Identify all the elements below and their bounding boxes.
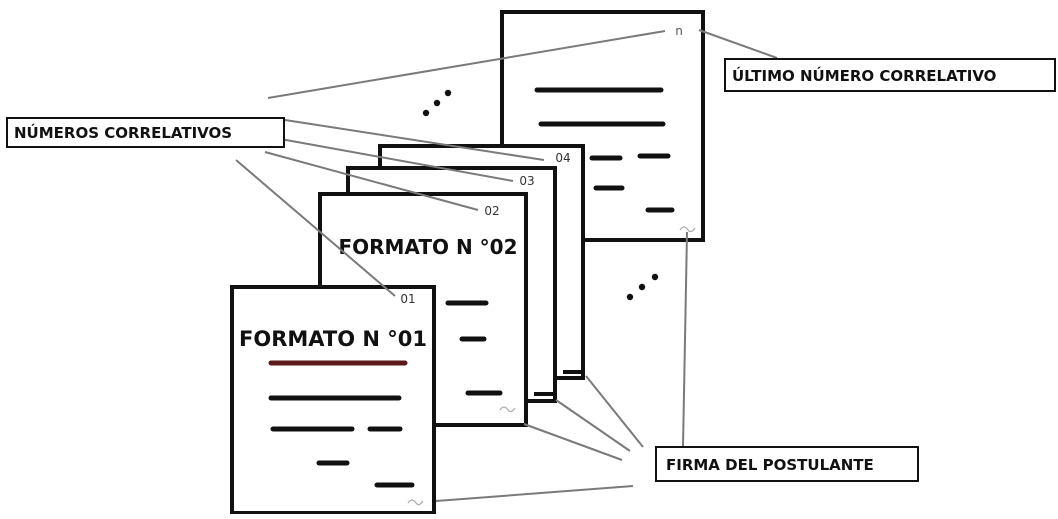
continuation-dots-bottom xyxy=(626,273,659,301)
page-02-number: 02 xyxy=(484,204,499,218)
last-page-number: n xyxy=(675,24,683,38)
page-01-title: FORMATO N °01 xyxy=(239,327,427,351)
leader-lines xyxy=(235,29,778,502)
page-03-number: 03 xyxy=(519,174,534,188)
leader-correlativos-to-04 xyxy=(284,119,545,161)
page-02-title: FORMATO N °02 xyxy=(338,235,517,259)
leader-ultimo-to-last xyxy=(698,29,778,59)
leader-correlativos-to-last xyxy=(267,30,666,99)
page-02-text-lines xyxy=(445,300,503,396)
page-01-number: 01 xyxy=(400,292,415,306)
leader-firma-to-01 xyxy=(435,485,634,502)
label-firma-del-postulante: FIRMA DEL POSTULANTE xyxy=(655,446,919,482)
last-page-signature-icon xyxy=(679,226,696,233)
leader-firma-to-last xyxy=(682,231,688,448)
leader-correlativos-to-02 xyxy=(264,151,479,211)
page-04-number: 04 xyxy=(555,151,570,165)
label-ultimo-numero-correlativo: ÚLTIMO NÚMERO CORRELATIVO xyxy=(724,58,1056,92)
leader-correlativos-to-03 xyxy=(274,137,514,182)
page-01: 01 FORMATO N °01 xyxy=(230,285,436,515)
page-01-signature-icon xyxy=(407,499,424,506)
leader-firma-to-02 xyxy=(523,423,623,461)
last-page-text-lines xyxy=(534,87,675,213)
leader-firma-to-04 xyxy=(585,375,644,448)
continuation-dots-top xyxy=(422,89,452,117)
page-02-signature-icon xyxy=(499,406,516,413)
leader-firma-to-03 xyxy=(555,399,631,452)
leader-correlativos-to-01 xyxy=(235,159,396,297)
page-01-text-lines xyxy=(268,360,415,488)
label-numeros-correlativos: NÚMEROS CORRELATIVOS xyxy=(6,117,285,148)
